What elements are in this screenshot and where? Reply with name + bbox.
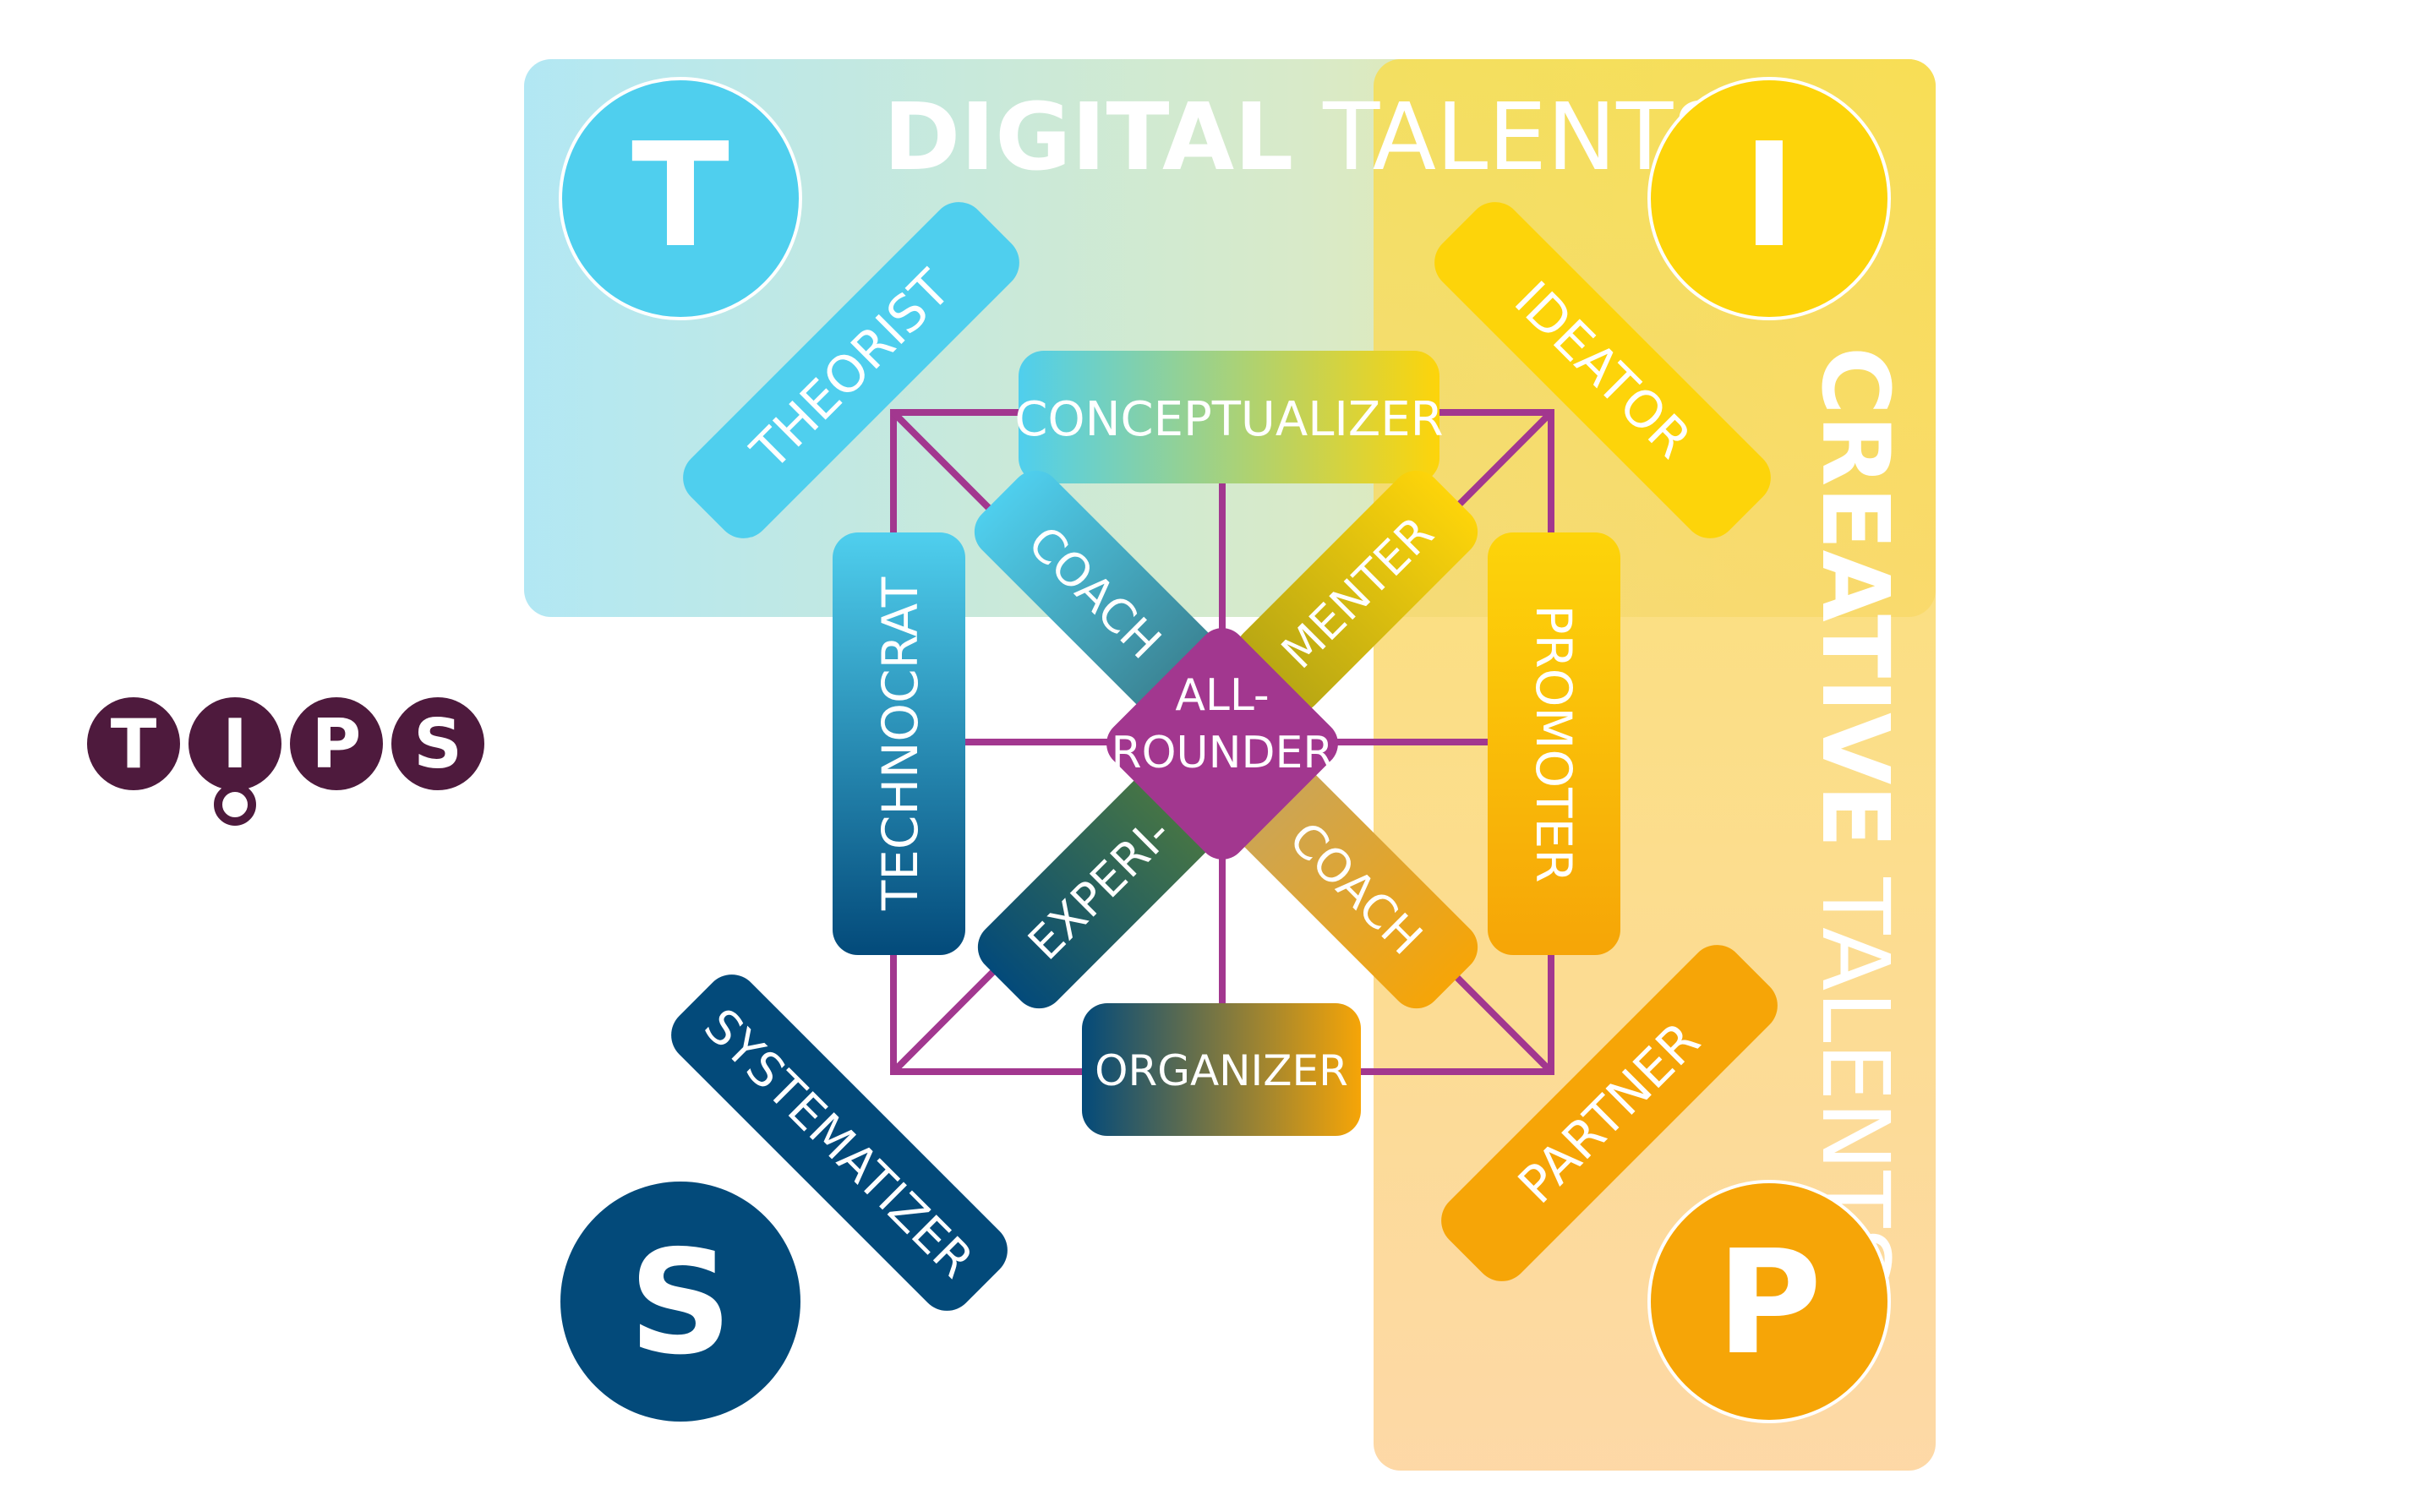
logo-letter-s: S	[413, 705, 462, 783]
corner-i-letter: I	[1742, 112, 1795, 280]
pill-conceptualizer: CONCEPTUALIZER	[1014, 351, 1444, 483]
tips-logo: T I P S	[87, 697, 484, 826]
corner-p-letter: P	[1717, 1220, 1822, 1387]
corner-s-letter: S	[629, 1220, 732, 1387]
conceptualizer-label: CONCEPTUALIZER	[1014, 392, 1443, 447]
logo-letter-i: I	[222, 705, 248, 783]
corner-s: S	[560, 1182, 800, 1422]
promoter-label: PROMOTER	[1525, 605, 1582, 883]
corner-t: T	[559, 77, 802, 320]
digital-title-bold: DIGITAL	[883, 83, 1293, 191]
allrounder-line1: ALL-	[1175, 670, 1269, 721]
hub-allrounder: ALL- ROUNDER	[1106, 628, 1338, 860]
pill-promoter: PROMOTER	[1488, 532, 1620, 955]
technocrat-label: TECHNOCRAT	[871, 576, 929, 911]
pill-organizer: ORGANIZER	[1082, 1003, 1361, 1136]
creative-title-bold: CREATIVE	[1801, 347, 1909, 848]
pill-menter: MENTER	[1235, 470, 1478, 713]
organizer-label: ORGANIZER	[1095, 1046, 1348, 1095]
digital-talents-title: DIGITAL TALENTS	[883, 83, 1732, 191]
corner-p: P	[1647, 1180, 1891, 1423]
corner-t-letter: T	[631, 112, 729, 280]
logo-letter-p: P	[312, 705, 362, 783]
corner-i: I	[1647, 77, 1891, 320]
creative-talents-title: CREATIVE TALENTS	[1801, 347, 1909, 1286]
allrounder-line2: ROUNDER	[1111, 728, 1333, 778]
pill-technocrat: TECHNOCRAT	[833, 532, 965, 955]
logo-letter-t: T	[111, 705, 157, 783]
